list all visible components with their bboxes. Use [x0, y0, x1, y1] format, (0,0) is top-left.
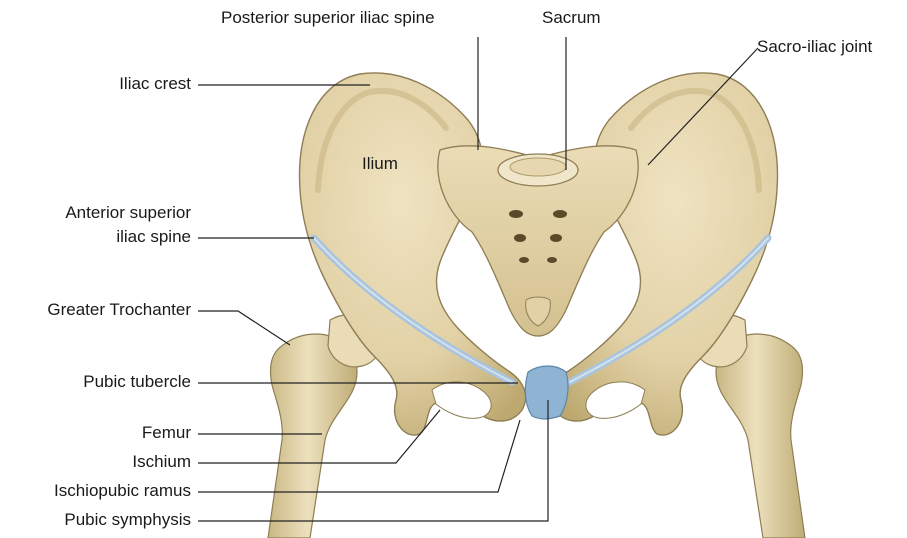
- label-greater-trochanter: Greater Trochanter: [47, 300, 191, 320]
- label-ischiopubic-ramus: Ischiopubic ramus: [54, 481, 191, 501]
- label-anterior-superior-iliac-spine-line2: iliac spine: [116, 227, 191, 247]
- label-sacrum: Sacrum: [542, 8, 601, 28]
- label-femur: Femur: [142, 423, 191, 443]
- label-anterior-superior-iliac-spine-line1: Anterior superior: [65, 203, 191, 223]
- label-posterior-superior-iliac-spine: Posterior superior iliac spine: [221, 8, 435, 28]
- sacrum: [438, 146, 638, 336]
- label-pubic-tubercle: Pubic tubercle: [83, 372, 191, 392]
- label-ilium: Ilium: [362, 154, 398, 174]
- label-sacro-iliac-joint: Sacro-iliac joint: [757, 37, 872, 57]
- label-iliac-crest: Iliac crest: [119, 74, 191, 94]
- leader-greater-trochanter: [198, 311, 290, 345]
- label-ischium: Ischium: [132, 452, 191, 472]
- leader-ischiopubic-ramus: [198, 420, 520, 492]
- left-femur: [268, 315, 381, 538]
- label-pubic-symphysis: Pubic symphysis: [64, 510, 191, 530]
- pubic-symphysis-disc: [525, 366, 568, 419]
